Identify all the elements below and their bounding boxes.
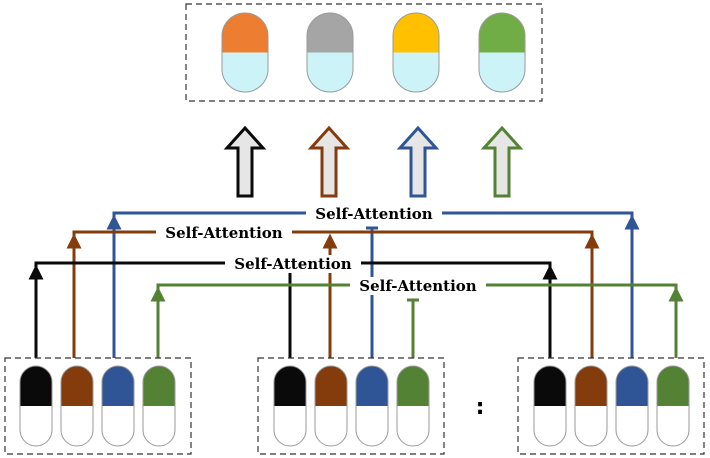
input-token-2-black-bottom-half [274,406,306,446]
input-token-1-brown [60,365,94,447]
input-token-3-black [533,365,567,447]
input-token-3-blue [615,365,649,447]
label-bg-green [350,277,486,295]
input-token-3-green [656,365,690,447]
output-token-gray [306,12,354,93]
input-token-1-green-outline [142,365,176,447]
input-token-1-black [19,365,53,447]
input-token-2-black [273,365,307,447]
input-token-2-blue-top-half [356,366,388,406]
output-token-yellow [392,12,440,93]
input-token-2-blue-bottom-half [356,406,388,446]
label-bg-black [225,255,361,273]
input-token-1-brown-top-half [61,366,93,406]
input-token-1-brown-bottom-half [61,406,93,446]
output-tokens [221,12,526,93]
output-token-green-outline [478,12,526,93]
output-arrow-3 [396,125,440,198]
output-token-gray-bottom-half [307,52,353,92]
input-token-1-green [142,365,176,447]
input-token-1-black-outline [19,365,53,447]
input-group-box-2 [257,357,445,455]
input-token-3-black-top-half [534,366,566,406]
input-token-2-blue-outline [355,365,389,447]
output-token-gray-top-half [307,13,353,53]
input-token-1-brown-outline [60,365,94,447]
input-token-2-black-top-half [274,366,306,406]
input-token-1-black-top-half [20,366,52,406]
input-token-1-blue-top-half [102,366,134,406]
input-token-3-green-outline [656,365,690,447]
input-token-2-brown-bottom-half [315,406,347,446]
input-token-3-green-top-half [657,366,689,406]
self-attention-label-blue: Self-Attention [315,205,433,223]
input-token-3-black-outline [533,365,567,447]
input-token-2-green-outline [396,365,430,447]
input-token-1-blue-bottom-half [102,406,134,446]
output-arrow-2 [307,125,351,198]
input-token-2-blue [355,365,389,447]
output-token-green-bottom-half [479,52,525,92]
output-token-green [478,12,526,93]
output-group-box [185,3,543,102]
output-arrow-1 [223,125,267,198]
brown-attention-line [72,230,594,358]
output-token-orange-bottom-half [222,52,268,92]
output-token-orange-outline [221,12,269,93]
output-token-yellow-top-half [393,13,439,53]
input-token-2-brown-outline [314,365,348,447]
input-group-box-1 [4,357,192,455]
output-arrows [223,125,524,198]
input-token-3-brown [574,365,608,447]
input-group-1 [4,357,192,455]
output-token-gray-outline [306,12,354,93]
input-token-3-black-bottom-half [534,406,566,446]
input-group-2 [257,357,445,455]
output-arrow-4 [480,125,524,198]
green-attention-line [156,283,678,358]
self-attention-label-green: Self-Attention [359,277,477,295]
input-token-1-blue-outline [101,365,135,447]
input-token-1-blue [101,365,135,447]
input-token-3-brown-outline [574,365,608,447]
input-token-2-green-bottom-half [397,406,429,446]
label-bg-blue [306,205,442,223]
input-token-2-brown-top-half [315,366,347,406]
label-bg-brown [156,224,292,242]
input-token-2-green-top-half [397,366,429,406]
input-token-3-blue-bottom-half [616,406,648,446]
output-token-orange [221,12,269,93]
output-token-green-top-half [479,13,525,53]
input-token-3-green-bottom-half [657,406,689,446]
input-token-1-green-top-half [143,366,175,406]
attention-labels: Self-Attention Self-Attention Self-Atten… [156,205,486,295]
input-group-3 [517,357,705,455]
output-token-yellow-outline [392,12,440,93]
input-token-3-blue-outline [615,365,649,447]
output-token-orange-top-half [222,13,268,53]
input-group-box-3 [517,357,705,455]
input-token-3-blue-top-half [616,366,648,406]
input-token-1-black-bottom-half [20,406,52,446]
input-token-2-green [396,365,430,447]
input-token-2-black-outline [273,365,307,447]
input-token-3-brown-bottom-half [575,406,607,446]
input-token-groups [4,357,705,455]
self-attention-label-black: Self-Attention [234,255,352,273]
input-token-1-green-bottom-half [143,406,175,446]
ellipsis: : [476,395,485,420]
input-token-2-brown [314,365,348,447]
input-token-3-brown-top-half [575,366,607,406]
output-token-yellow-bottom-half [393,52,439,92]
output-token-group [185,3,543,102]
self-attention-label-brown: Self-Attention [165,224,283,242]
